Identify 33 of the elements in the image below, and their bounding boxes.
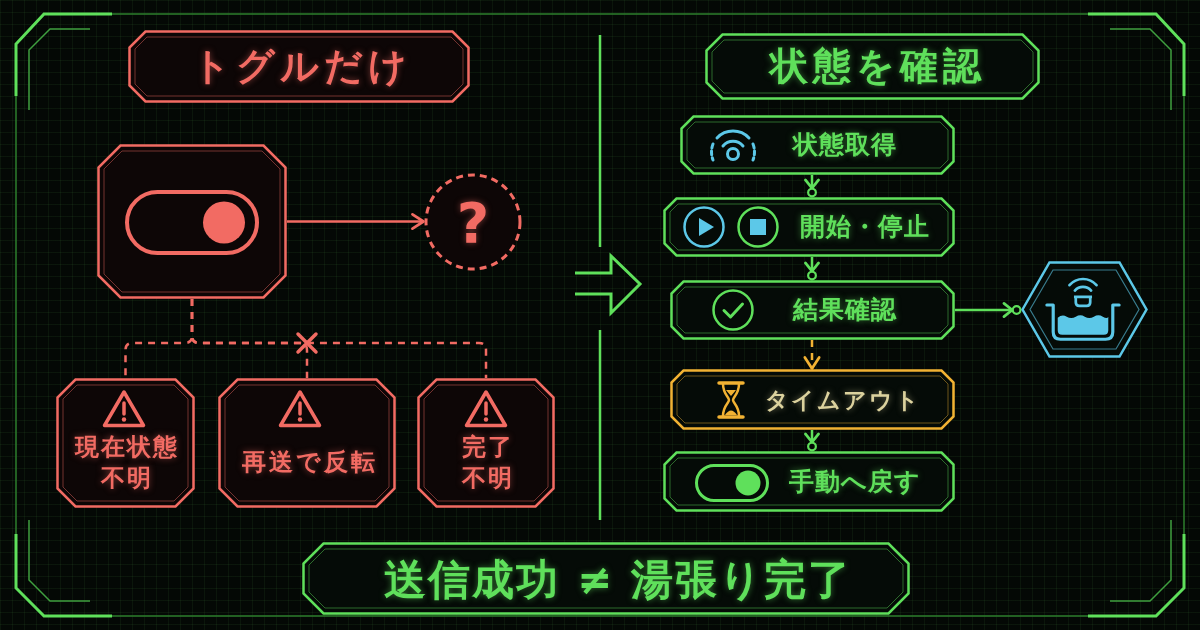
dashed-arrow xyxy=(803,340,821,370)
arrow xyxy=(804,430,820,452)
warning-text: 再送で反転 xyxy=(240,449,378,477)
warning-box xyxy=(218,378,396,508)
warning-box xyxy=(417,378,555,508)
arrow xyxy=(287,213,425,231)
step-label: タイムアウト xyxy=(764,386,921,414)
step-box xyxy=(670,280,955,340)
step-box xyxy=(663,451,955,512)
heading: トグルだけ xyxy=(190,45,412,89)
step-label: 結果確認 xyxy=(791,295,897,325)
arrow xyxy=(955,302,1022,318)
warning-text: 現在状態不明 xyxy=(73,432,180,494)
step-label: 開始・停止 xyxy=(798,212,930,242)
dashed-circle xyxy=(424,173,522,271)
arrow xyxy=(804,175,820,198)
banner-text: 送信成功 ≠ 湯張り完了 xyxy=(383,555,852,605)
arrow xyxy=(804,257,820,281)
step-box xyxy=(680,115,955,175)
heading-banner xyxy=(128,30,470,103)
switch-box xyxy=(97,144,287,299)
step-label: 状態取得 xyxy=(791,130,897,160)
heading-banner xyxy=(705,33,1040,100)
heading: 状態を確認 xyxy=(767,45,986,89)
hexagon-badge xyxy=(1021,261,1148,358)
dashed-connector-line xyxy=(190,299,488,378)
step-box xyxy=(663,197,955,257)
summary-banner xyxy=(302,542,910,615)
warning-text: 完了不明 xyxy=(460,432,515,494)
warning-box xyxy=(56,378,195,508)
step-box xyxy=(670,369,955,430)
step-label: 手動へ戻す xyxy=(787,467,921,497)
question-mark: ? xyxy=(456,190,490,256)
